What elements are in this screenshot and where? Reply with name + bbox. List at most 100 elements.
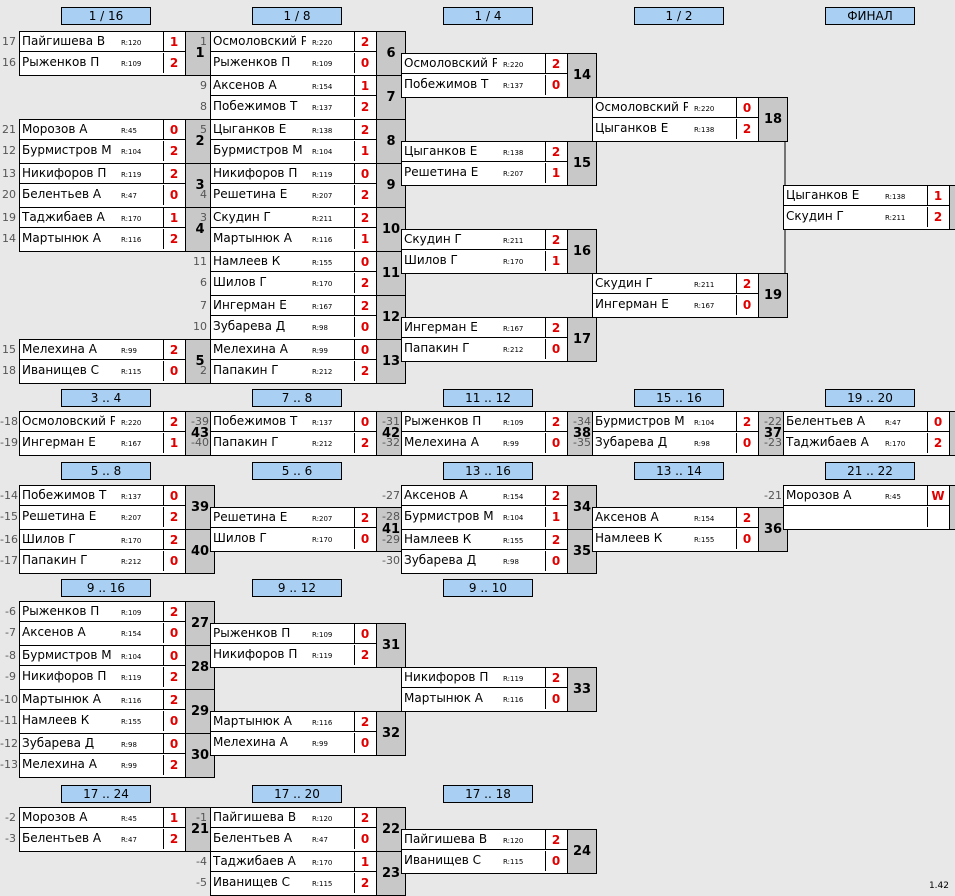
round-header[interactable]: 9 .. 16: [61, 579, 151, 597]
round-header[interactable]: 5 .. 6: [252, 462, 342, 480]
round-header[interactable]: 17 .. 24: [61, 785, 151, 803]
round-header[interactable]: 15 .. 16: [634, 389, 724, 407]
round-header[interactable]: 1 / 8: [252, 7, 342, 25]
round-header[interactable]: 7 .. 8: [252, 389, 342, 407]
round-header[interactable]: 5 .. 8: [61, 462, 151, 480]
round-header[interactable]: 19 .. 20: [825, 389, 915, 407]
round-header[interactable]: 11 .. 12: [443, 389, 533, 407]
round-header[interactable]: 9 .. 10: [443, 579, 533, 597]
round-header[interactable]: 17 .. 18: [443, 785, 533, 803]
round-header[interactable]: ФИНАЛ: [825, 7, 915, 25]
round-header[interactable]: 17 .. 20: [252, 785, 342, 803]
round-header[interactable]: 9 .. 12: [252, 579, 342, 597]
round-header[interactable]: 21 .. 22: [825, 462, 915, 480]
player-row[interactable]: [784, 507, 949, 527]
round-header[interactable]: 3 .. 4: [61, 389, 151, 407]
